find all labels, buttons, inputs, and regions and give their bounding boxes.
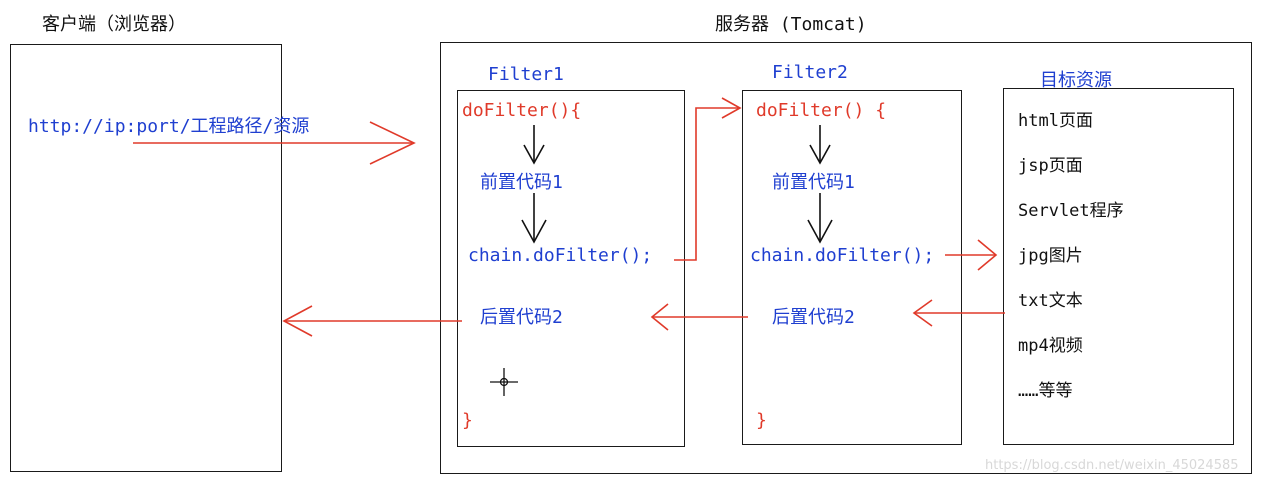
filter1-pre-code: 前置代码1 bbox=[480, 172, 563, 193]
request-url: http://ip:port/工程路径/资源 bbox=[28, 116, 310, 137]
target-item-html: html页面 bbox=[1018, 111, 1093, 131]
crosshair-cursor-icon bbox=[490, 368, 518, 396]
server-title: 服务器 (Tomcat) bbox=[715, 14, 867, 35]
target-item-etc: ……等等 bbox=[1018, 381, 1073, 401]
filter1-box bbox=[457, 90, 685, 447]
chain-to-target-arrow bbox=[945, 239, 998, 271]
filter1-title: Filter1 bbox=[488, 64, 564, 85]
target-item-servlet: Servlet程序 bbox=[1018, 201, 1124, 221]
filter2-chain-call: chain.doFilter(); bbox=[750, 245, 935, 266]
filter2-close-brace: } bbox=[756, 410, 767, 431]
target-item-jpg: jpg图片 bbox=[1018, 246, 1083, 266]
response-to-client-arrow bbox=[282, 305, 462, 337]
target-item-txt: txt文本 bbox=[1018, 291, 1083, 311]
return-to-filter1-arrow bbox=[650, 303, 748, 331]
filter2-box bbox=[742, 90, 962, 445]
filter2-down-arrow-1 bbox=[809, 125, 831, 165]
client-box bbox=[10, 44, 282, 472]
watermark: https://blog.csdn.net/weixin_45024585 bbox=[985, 458, 1239, 473]
filter1-down-arrow-1 bbox=[523, 125, 545, 165]
request-arrow bbox=[133, 121, 416, 165]
return-to-filter2-arrow bbox=[912, 299, 1005, 327]
filter1-post-code: 后置代码2 bbox=[480, 307, 563, 328]
target-item-mp4: mp4视频 bbox=[1018, 336, 1083, 356]
filter2-pre-code: 前置代码1 bbox=[772, 172, 855, 193]
chain-to-filter2-arrow bbox=[674, 97, 742, 261]
server-box bbox=[440, 42, 1252, 474]
client-title: 客户端（浏览器） bbox=[42, 14, 186, 35]
target-title: 目标资源 bbox=[1040, 70, 1112, 91]
filter1-chain-call: chain.doFilter(); bbox=[468, 245, 653, 266]
filter1-down-arrow-2 bbox=[521, 193, 547, 244]
filter2-post-code: 后置代码2 bbox=[772, 307, 855, 328]
filter2-title: Filter2 bbox=[772, 62, 848, 83]
target-box bbox=[1003, 88, 1234, 445]
filter1-close-brace: } bbox=[462, 410, 473, 431]
filter2-down-arrow-2 bbox=[807, 193, 833, 244]
target-item-jsp: jsp页面 bbox=[1018, 156, 1083, 176]
filter2-dofilter-open: doFilter() { bbox=[756, 100, 887, 121]
filter1-dofilter-open: doFilter(){ bbox=[462, 100, 582, 121]
